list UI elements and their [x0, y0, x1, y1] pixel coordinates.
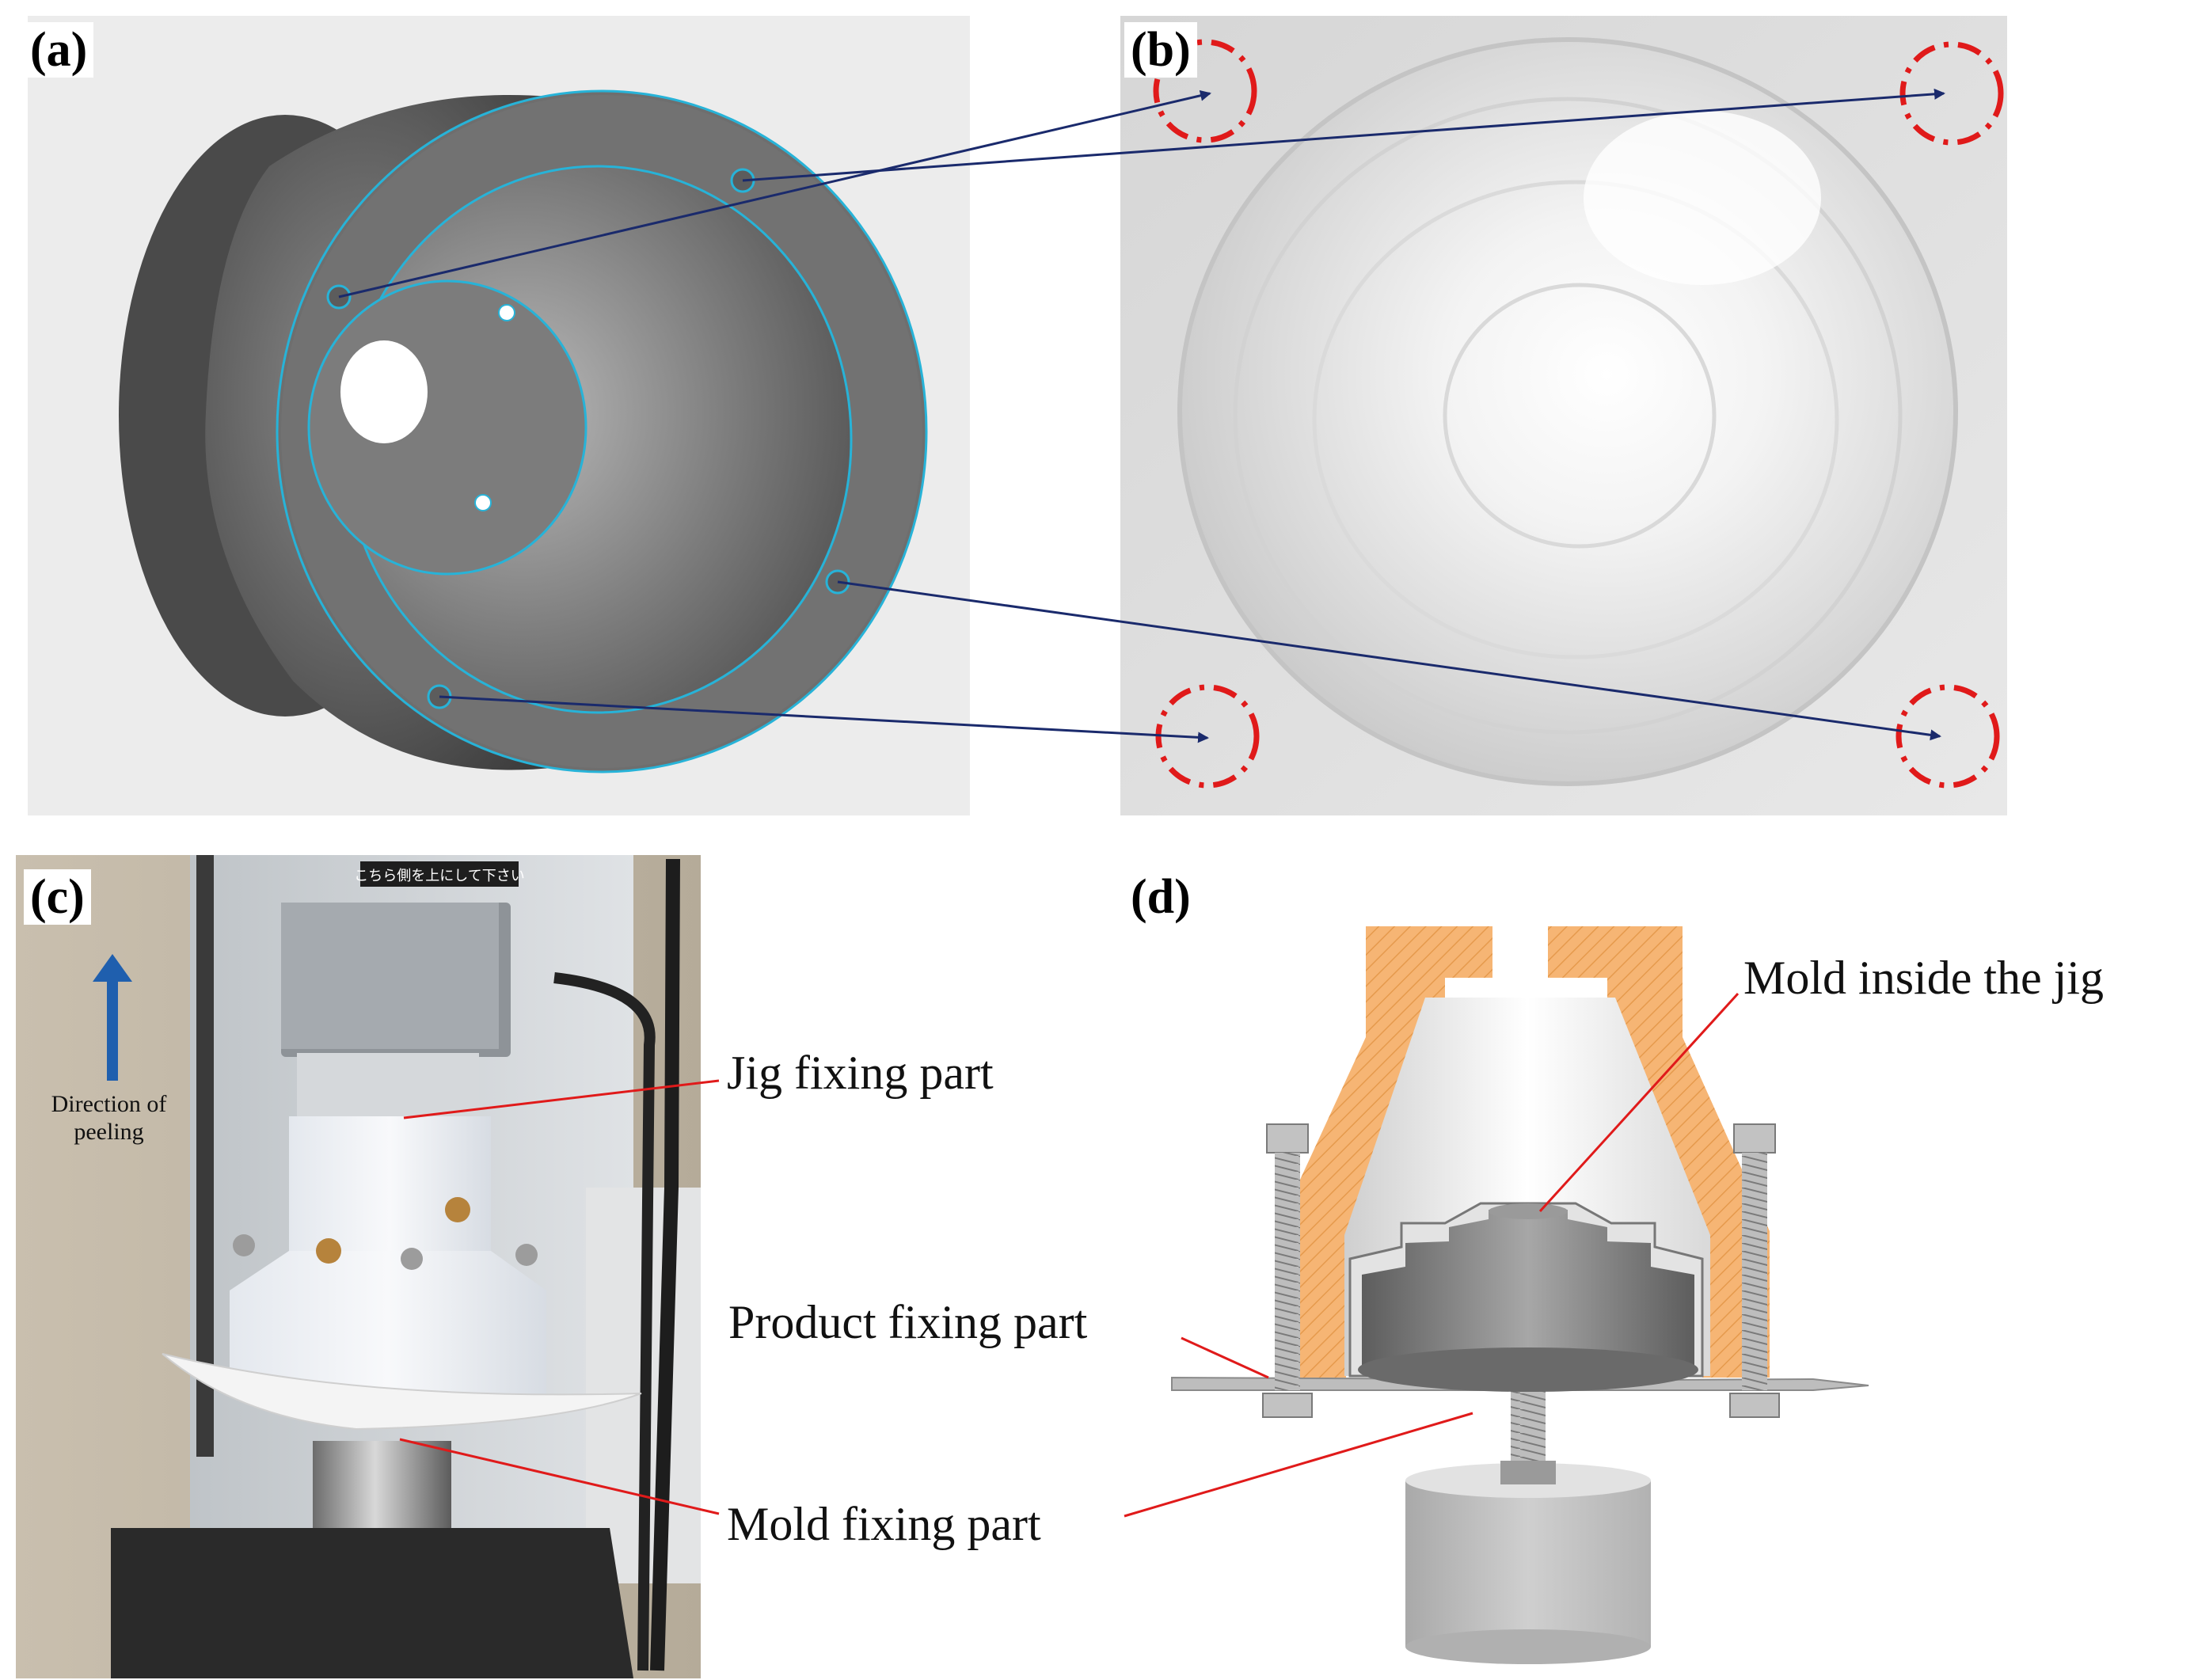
bolt-right-nut — [1729, 1393, 1780, 1418]
bolt-right-shaft — [1742, 1153, 1767, 1390]
bolt-2 — [445, 1197, 470, 1222]
leader-product-fixing — [1181, 1336, 1269, 1379]
bolt-right-head — [1733, 1123, 1776, 1154]
jig-wall-right — [1548, 926, 1770, 1378]
center-nut — [1500, 1461, 1556, 1484]
black-cable-2 — [553, 972, 656, 1671]
cad-inner-ring — [307, 279, 587, 576]
panel-label-b: (b) — [1124, 22, 1197, 78]
bolt-3 — [233, 1234, 255, 1256]
mold-inside-jig — [1362, 1210, 1694, 1374]
callout-product-fixing-part: Product fixing part — [728, 1296, 1088, 1348]
black-cable — [650, 858, 680, 1671]
product-bowl-ring-1 — [1233, 97, 1903, 735]
marker-circle-top-right — [1899, 41, 2004, 146]
leader-lines — [399, 992, 1740, 1518]
bolt-left-shaft — [1275, 1153, 1300, 1390]
weight-cylinder-body — [1405, 1480, 1651, 1647]
bolt-left-nut — [1262, 1393, 1313, 1418]
machine-base — [111, 1528, 633, 1678]
jig-wall-left — [1276, 926, 1492, 1378]
grip-block — [297, 1053, 479, 1116]
leader-jig-fixing — [403, 1079, 720, 1119]
product-bowl-outer — [1177, 37, 1958, 786]
leader-mold-fixing-c — [399, 1438, 720, 1515]
machine-sticker — [360, 861, 519, 887]
marker-circle-top-left — [1153, 39, 1257, 143]
bolt-4 — [401, 1248, 423, 1270]
leader-mold-fixing-d — [1124, 1412, 1473, 1518]
direction-of-peeling-label: Direction of peeling — [51, 1091, 167, 1145]
marker-circle-bottom-right — [1896, 684, 2000, 789]
arrow-hole-bottom-left — [439, 695, 1209, 743]
bolt-left-head — [1266, 1123, 1309, 1154]
callout-mold-fixing-part: Mold fixing part — [727, 1498, 1041, 1550]
product-bowl-ring-2 — [1312, 180, 1839, 659]
product-highlight — [1584, 111, 1821, 285]
cad-center-hole — [340, 340, 428, 443]
arrow-hole-top-left — [338, 89, 1211, 298]
machine-rail — [196, 855, 214, 1457]
panel-a-cad-model — [28, 16, 970, 815]
bolt-1 — [316, 1238, 341, 1264]
cad-inner-hole-2 — [474, 494, 492, 511]
weight-cylinder-bottom — [1405, 1629, 1651, 1664]
callout-jig-fixing-part: Jig fixing part — [727, 1047, 994, 1099]
panel-d-schematic — [1171, 926, 1869, 1664]
jig-upper — [289, 1116, 491, 1251]
callout-mold-inside-jig: Mold inside the jig — [1743, 952, 2104, 1004]
load-cell-front — [281, 903, 499, 1049]
correspondence-arrows — [338, 88, 1945, 743]
panel-label-c: (c) — [24, 869, 91, 925]
panel-b-product-photo — [1120, 16, 2007, 815]
mold-top-cap — [1489, 1203, 1568, 1219]
product-sheet — [162, 1353, 642, 1431]
leader-mold-inside-jig — [1538, 992, 1740, 1213]
panel-c-setup-photo: こちら側を上にして下さい — [16, 855, 701, 1678]
jig-lower — [230, 1251, 546, 1397]
panel-label-d: (d) — [1124, 869, 1197, 925]
cad-inner-hole-1 — [498, 304, 515, 321]
mold-base-ellipse — [1358, 1347, 1698, 1392]
bolt-5 — [515, 1244, 538, 1266]
direction-arrow — [93, 954, 132, 1081]
machine-sticker-text: こちら側を上にして下さい — [354, 868, 524, 884]
arrow-hole-top-right — [742, 88, 1945, 182]
product-bowl-ring-3 — [1443, 283, 1717, 549]
arrow-hole-bottom-right — [837, 580, 1941, 741]
panel-label-a: (a) — [24, 22, 94, 78]
